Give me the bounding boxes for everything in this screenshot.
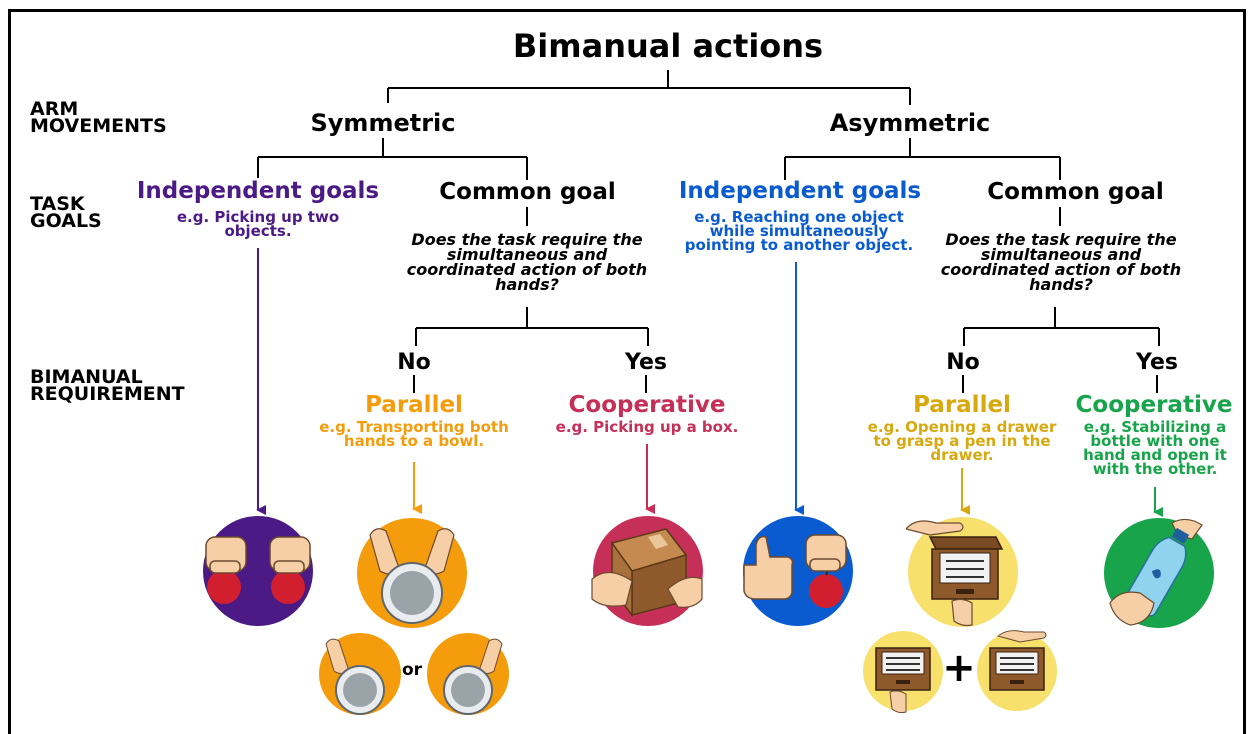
example-asym-independent: e.g. Reaching one object while simultane… — [668, 208, 930, 254]
node-symmetric: Symmetric — [310, 109, 456, 137]
node-asym-common-goal: Common goal — [987, 179, 1164, 205]
connector-sym-question — [415, 307, 649, 346]
question-line: coordinated action of both — [406, 260, 648, 279]
example-line: drawer. — [930, 446, 994, 464]
side-label-line: TASK — [30, 193, 85, 215]
connector-asym-question — [963, 307, 1160, 346]
example-line: e.g. Picking up a box. — [555, 418, 739, 436]
question-asym: Does the task require the simultaneous a… — [926, 230, 1196, 294]
thumb-apple-icon — [743, 516, 853, 626]
side-label-line: BIMANUAL — [30, 366, 143, 388]
connector-root — [387, 70, 911, 105]
side-label-line: MOVEMENTS — [30, 115, 167, 137]
diagram-border — [8, 9, 1246, 734]
example-line: e.g. Reaching one object — [694, 208, 904, 226]
drawer-hands-icon — [906, 517, 1018, 627]
example-line: e.g. Stabilizing a — [1083, 418, 1227, 436]
example-sym-parallel: e.g. Transporting both hands to a bowl. — [300, 418, 528, 450]
side-label-line: REQUIREMENT — [30, 383, 185, 405]
question-sym: Does the task require the simultaneous a… — [392, 230, 662, 294]
question-line: hands? — [1029, 275, 1093, 294]
example-sym-independent: e.g. Picking up two objects. — [148, 208, 368, 240]
side-label-line: GOALS — [30, 210, 102, 232]
example-line: pointing to another object. — [684, 236, 914, 254]
drawer-hand-left-icon — [863, 631, 943, 714]
diagram-title: Bimanual actions — [512, 27, 824, 65]
question-line: simultaneous and — [446, 245, 608, 264]
answer-asym-no: No — [946, 350, 980, 375]
example-line: bottle with one — [1090, 432, 1220, 450]
box-hands-icon — [591, 516, 703, 626]
node-sym-common-goal: Common goal — [439, 179, 616, 205]
plus-label: + — [942, 645, 976, 691]
node-sym-independent-goals: Independent goals — [136, 178, 380, 204]
example-line: e.g. Transporting both — [319, 418, 509, 436]
example-asym-cooperative: e.g. Stabilizing a bottle with one hand … — [1066, 418, 1244, 478]
bowl-hands-right-icon — [427, 633, 509, 715]
example-line: to grasp a pen in the — [873, 432, 1051, 450]
answer-asym-yes: Yes — [1136, 350, 1178, 375]
node-asym-independent-goals: Independent goals — [678, 178, 922, 204]
example-line: hands to a bowl. — [343, 432, 485, 450]
or-label: or — [401, 660, 423, 680]
question-line: Does the task require the — [945, 230, 1177, 249]
example-line: hand and open it — [1083, 446, 1227, 464]
category-asym-cooperative: Cooperative — [1075, 392, 1233, 418]
side-label-line: ARM — [30, 98, 79, 120]
drawer-hand-right-icon — [977, 630, 1057, 711]
side-label-arm-movements: ARM MOVEMENTS — [30, 98, 167, 137]
example-line: e.g. Picking up two — [176, 208, 340, 226]
connector-asymmetric — [784, 138, 1061, 180]
question-line: hands? — [495, 275, 559, 294]
answer-sym-no: No — [397, 350, 431, 375]
node-asymmetric: Asymmetric — [829, 109, 991, 137]
question-line: simultaneous and — [980, 245, 1142, 264]
bowl-hands-icon — [357, 518, 467, 628]
example-asym-parallel: e.g. Opening a drawer to grasp a pen in … — [852, 418, 1072, 464]
question-line: Does the task require the — [411, 230, 643, 249]
example-line: while simultaneously — [709, 222, 889, 240]
connector-symmetric — [257, 138, 528, 180]
side-label-bimanual-requirement: BIMANUAL REQUIREMENT — [30, 366, 185, 405]
category-sym-cooperative: Cooperative — [568, 392, 726, 418]
bowl-hands-left-icon — [319, 633, 401, 715]
category-sym-parallel: Parallel — [365, 392, 463, 418]
example-line: objects. — [224, 222, 292, 240]
side-label-task-goals: TASK GOALS — [30, 193, 102, 232]
two-apples-icon — [203, 516, 313, 626]
answer-sym-yes: Yes — [625, 350, 667, 375]
example-sym-cooperative: e.g. Picking up a box. — [537, 418, 757, 436]
example-line: e.g. Opening a drawer — [867, 418, 1057, 436]
example-line: with the other. — [1092, 460, 1218, 478]
question-line: coordinated action of both — [940, 260, 1182, 279]
category-asym-parallel: Parallel — [913, 392, 1011, 418]
bottle-hands-icon — [1104, 518, 1214, 628]
